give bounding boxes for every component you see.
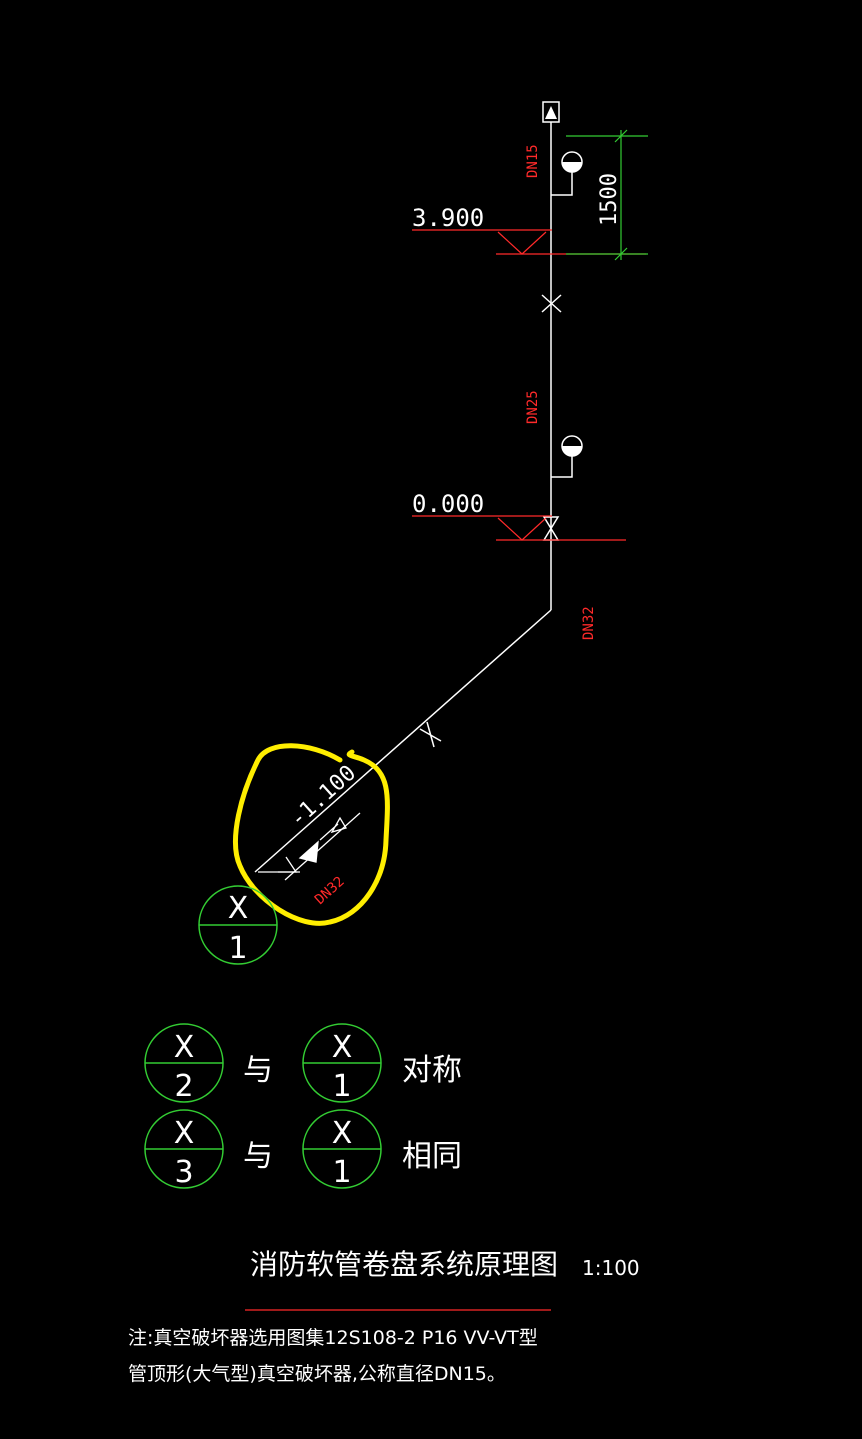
callout-main-top: X — [228, 891, 249, 926]
callout-main-bottom: 1 — [228, 931, 247, 966]
note-line-2: 管顶形(大气型)真空破坏器,公称直径DN15。 — [128, 1363, 506, 1385]
elevation-ground-value: 0.000 — [412, 490, 484, 518]
diagonal-check-valve-icon — [298, 816, 347, 863]
dimension-line-1500 — [566, 129, 648, 261]
legend-row-1-joiner: 与 — [243, 1053, 273, 1088]
label-dn15: DN15 — [525, 144, 541, 178]
elevation-mark-top — [412, 229, 646, 255]
highlight-loop — [232, 743, 390, 926]
diagonal-pipe — [254, 609, 552, 873]
legend-row-1-relation: 对称 — [402, 1053, 462, 1088]
legend-row-1-left-bottom: 2 — [174, 1069, 193, 1104]
drawing-title: 消防软管卷盘系统原理图 — [250, 1248, 558, 1281]
legend-row-1-left-top: X — [174, 1030, 195, 1065]
legend-row-2-joiner: 与 — [243, 1139, 273, 1174]
note-line-1: 注:真空破坏器选用图集12S108-2 P16 VV-VT型 — [128, 1327, 538, 1349]
legend-row-1-circles — [144, 1023, 382, 1103]
lower-hose-reel-icon — [551, 435, 583, 478]
legend-row-2-left-bottom: 3 — [174, 1155, 193, 1190]
legend-row-2-right-bottom: 1 — [332, 1155, 351, 1190]
pipe-break-mark-upper — [541, 294, 562, 313]
upper-hose-reel-icon — [551, 151, 583, 196]
vacuum-breaker-icon — [542, 101, 560, 123]
legend-row-1-right-bottom: 1 — [332, 1069, 351, 1104]
callout-circle-main — [198, 885, 278, 965]
elevation-top-value: 3.900 — [412, 204, 484, 232]
legend-row-2-left-top: X — [174, 1116, 195, 1151]
label-dn32-vertical: DN32 — [581, 606, 597, 640]
pipe-break-mark-diagonal — [419, 721, 442, 748]
legend-row-2-right-top: X — [332, 1116, 353, 1151]
elevation-mark-ground — [412, 515, 626, 541]
legend-row-2-relation: 相同 — [402, 1139, 462, 1174]
legend-row-1-right-top: X — [332, 1030, 353, 1065]
diagonal-elevation-mark — [258, 812, 361, 881]
dimension-value: 1500 — [597, 173, 622, 226]
label-dn32-diagonal: DN32 — [312, 874, 348, 908]
legend-row-2-circles — [144, 1109, 382, 1189]
drawing-scale: 1:100 — [582, 1256, 640, 1280]
label-dn25: DN25 — [525, 390, 541, 424]
